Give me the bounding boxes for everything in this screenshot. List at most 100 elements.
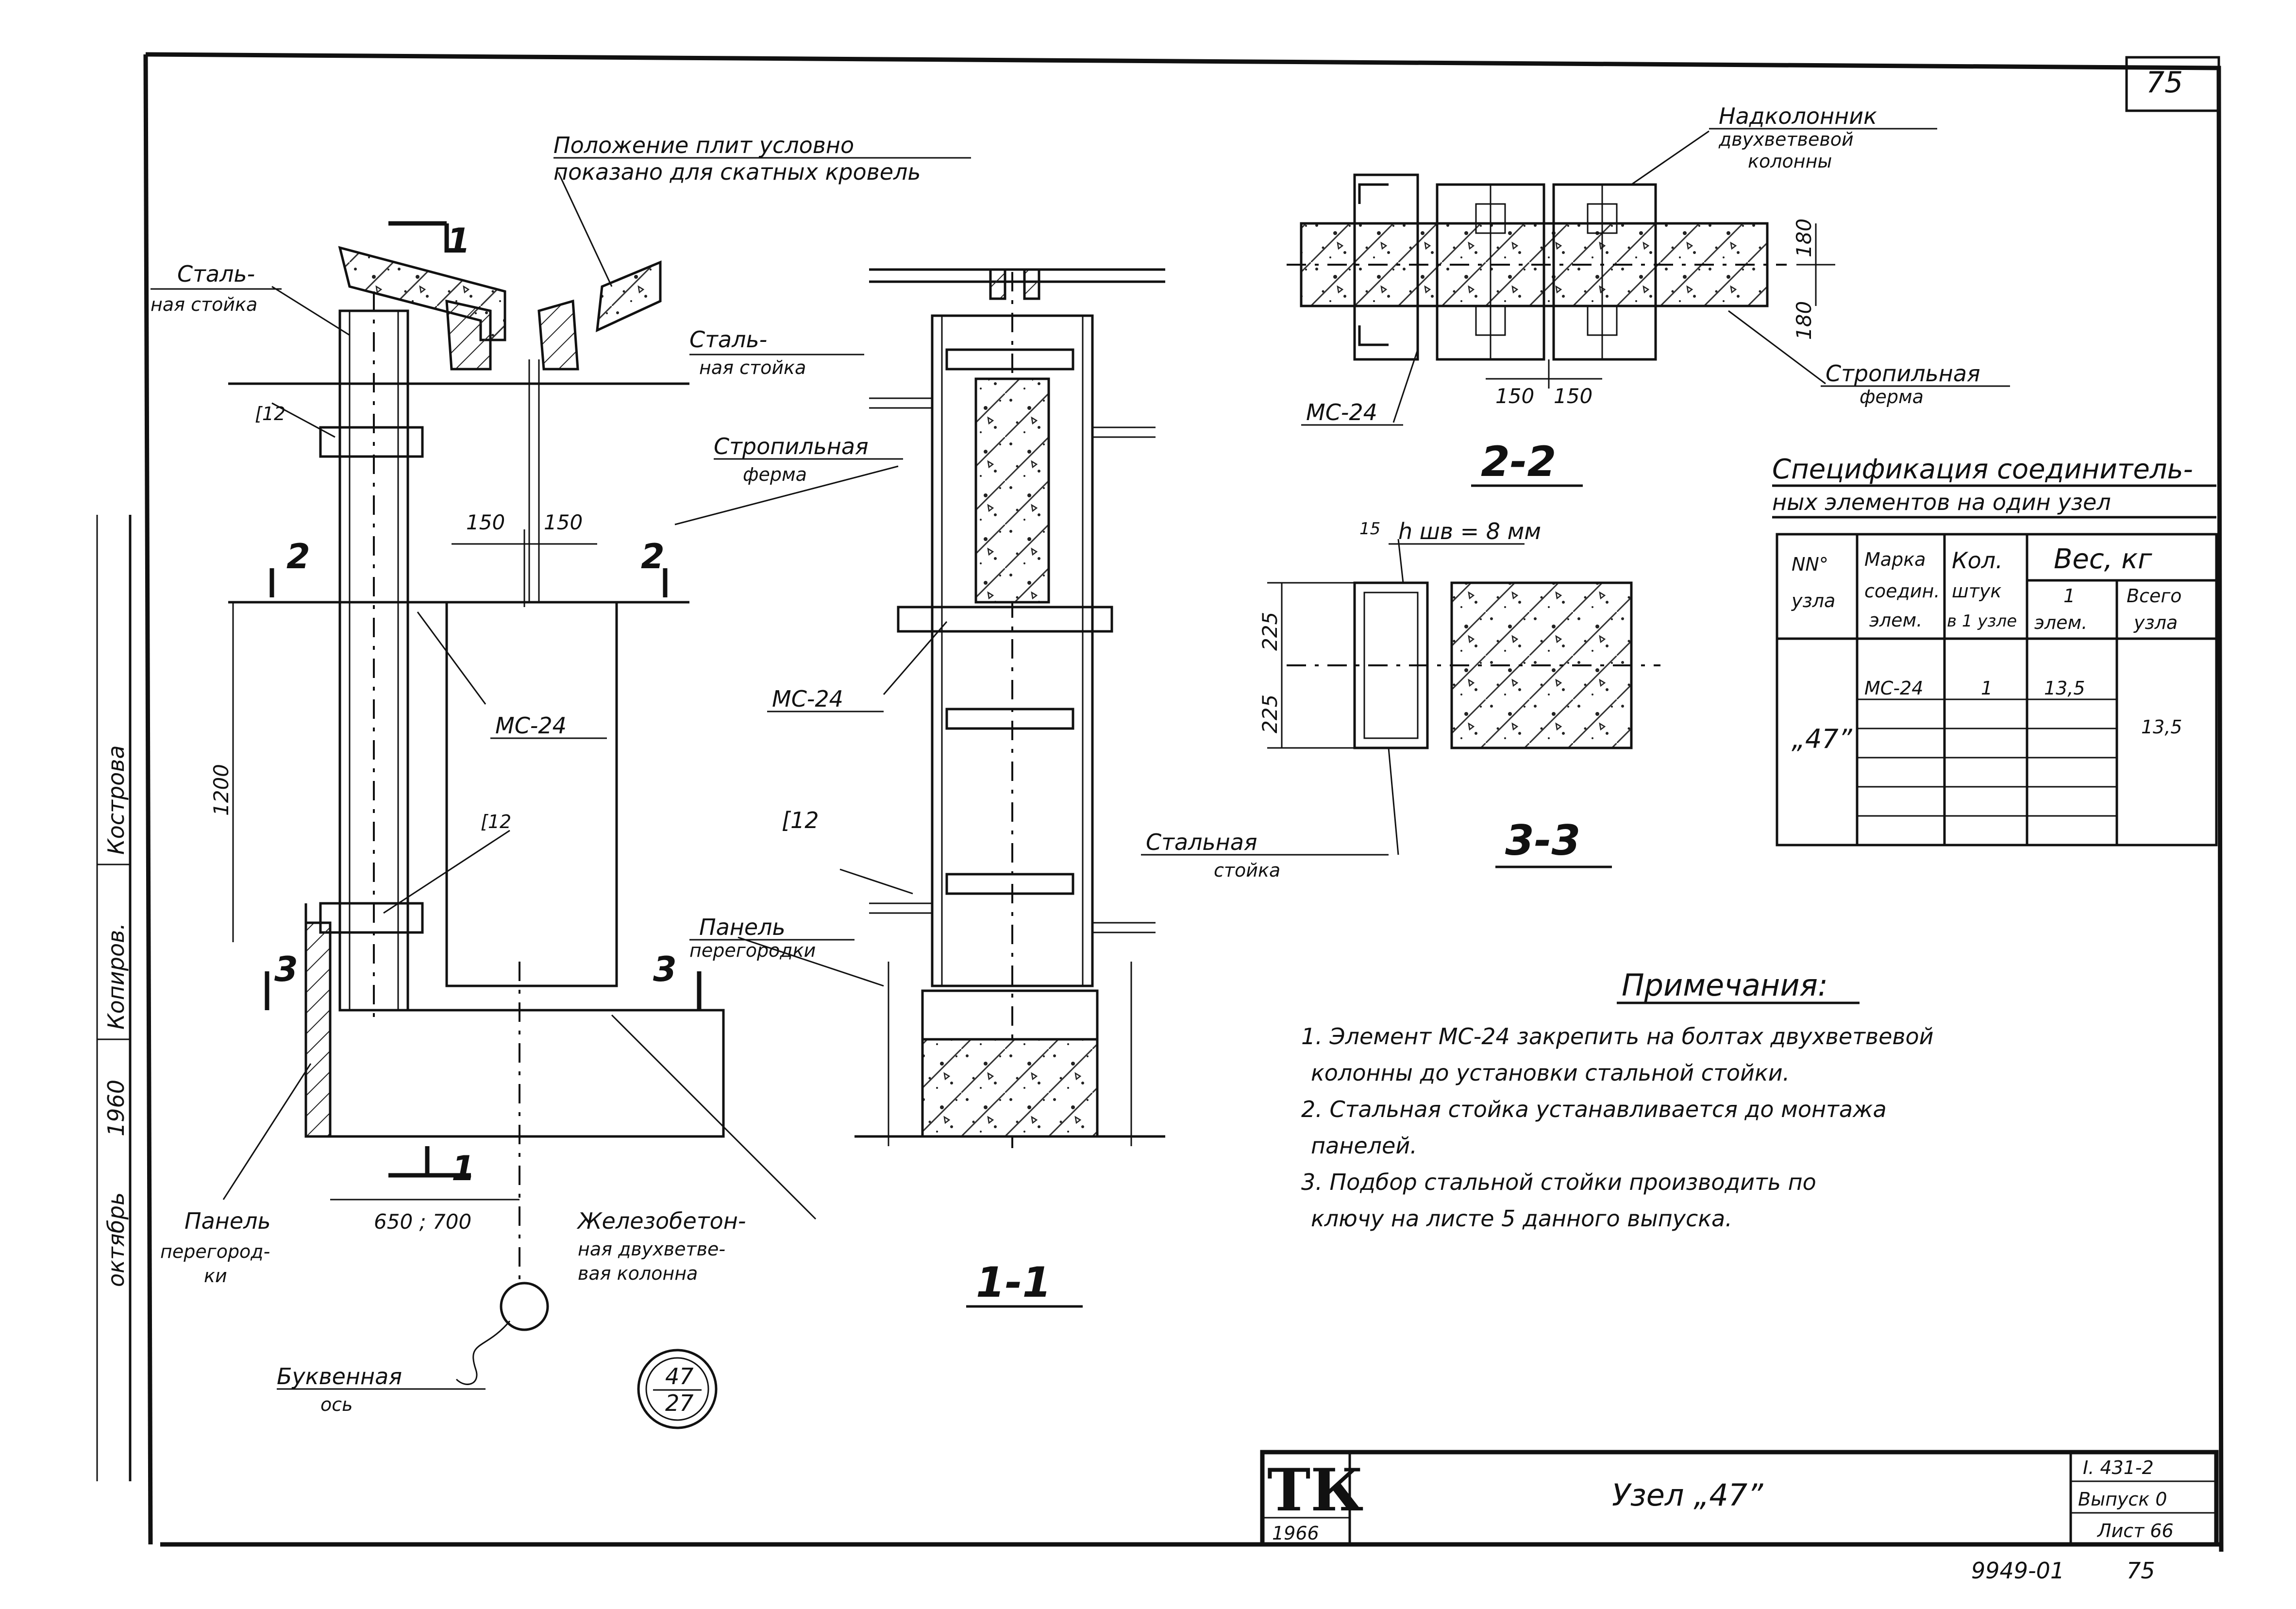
- logo-tk: ТК: [1267, 1456, 1363, 1524]
- sheet-number: 75: [2146, 66, 2183, 100]
- cell-weight-each: 13,5: [2044, 677, 2085, 699]
- plate-note-line1: Положение плит условно: [553, 132, 854, 158]
- cut-1-top: 1: [447, 221, 470, 261]
- rc-column-label-2: ная двухветве-: [578, 1238, 725, 1260]
- stamp-name: Кострова: [103, 745, 129, 855]
- dim-225-a: 225: [1258, 612, 1282, 651]
- dim-150-22-a: 150: [1495, 384, 1534, 408]
- mc24-label-22: МС-24: [1306, 399, 1377, 425]
- dim-650-700: 650 ; 700: [374, 1210, 471, 1234]
- hdr-total-1: Всего: [2127, 585, 2182, 607]
- plate-note-line2: показано для скатных кровель: [553, 159, 921, 185]
- hdr-node-2: узла: [1791, 590, 1835, 611]
- title-issue: Выпуск 0: [2078, 1489, 2167, 1510]
- notes: Примечания: 1. Элемент МС-24 закрепить н…: [1301, 967, 1934, 1232]
- spec-title-2: ных элементов на один узел: [1772, 489, 2111, 515]
- node-ref-bottom: 27: [665, 1390, 694, 1416]
- weld-note: h шв = 8 мм: [1398, 518, 1541, 544]
- c12-label-11: [12: [782, 807, 819, 833]
- hdr-qty-2: штук: [1952, 580, 2001, 602]
- partition-panel-left-2: перегород-: [160, 1241, 270, 1262]
- dim-1200: 1200: [209, 764, 233, 816]
- section-2-2-title: 2-2: [1481, 438, 1556, 486]
- partition-panel-label-11-2: перегородки: [689, 940, 816, 961]
- title-main: Узел „47”: [1612, 1477, 1763, 1513]
- hdr-weight: Вес, кг: [2054, 543, 2152, 575]
- note-line-4: панелей.: [1311, 1133, 1417, 1159]
- archive-no: 9949-01: [1971, 1558, 2064, 1584]
- column-cap-label-3: колонны: [1748, 151, 1832, 172]
- stamp-year: 1960: [103, 1080, 129, 1136]
- hdr-node-1: NN°: [1792, 554, 1828, 575]
- rafter-truss-label-2: ферма: [743, 464, 807, 485]
- spec-table: Спецификация соединитель- ных элементов …: [1772, 454, 2218, 847]
- dim-225-b: 225: [1258, 694, 1282, 733]
- stamp-copied: Копиров.: [103, 923, 129, 1030]
- partition-panel-left-3: ки: [204, 1265, 227, 1287]
- column-cap-label-1: Надколонник: [1719, 103, 1877, 129]
- steel-post-label-11-2: ная стойка: [699, 357, 806, 378]
- c12-label-top: [12: [255, 403, 285, 424]
- dim-150-b: 150: [544, 510, 583, 534]
- elevation-view: 1200 150 150 650 ; 700 2 2 3 3 1 1 47 27: [209, 172, 899, 1429]
- title-year: 1966: [1272, 1523, 1319, 1544]
- cell-qty: 1: [1981, 677, 1993, 699]
- title-series: I. 431-2: [2083, 1457, 2154, 1478]
- partition-panel-label-11-1: Панель: [699, 914, 786, 940]
- sheet-frame: 75: [143, 52, 2224, 1552]
- archive-sheet: 75: [2127, 1558, 2155, 1584]
- margin-stamp: Кострова Копиров. 1960 октябрь: [96, 515, 132, 1481]
- cut-3-left: 3: [274, 949, 298, 989]
- node-ref-top: 47: [665, 1363, 694, 1389]
- steel-post-label-33-2: стойка: [1214, 860, 1280, 881]
- steel-post-label-33-1: Стальная: [1146, 829, 1257, 855]
- note-line-3: 2. Стальная стойка устанавливается до мо…: [1301, 1096, 1887, 1122]
- title-block: ТК 1966 Узел „47” I. 431-2 Выпуск 0 Лист…: [1260, 1450, 2219, 1584]
- column-cap-label-2: двухветвевой: [1718, 129, 1854, 150]
- rafter-truss-label-1: Стропильная: [714, 433, 869, 459]
- hdr-total-2: узла: [2133, 612, 2178, 633]
- section-1-1-title: 1-1: [976, 1258, 1051, 1307]
- c12-label-mid: [12: [481, 811, 511, 832]
- hdr-qty-1: Кол.: [1952, 547, 2003, 574]
- cut-3-right: 3: [653, 949, 677, 989]
- cut-1-bottom: 1: [452, 1149, 475, 1188]
- steel-post-label-1: Сталь-: [177, 261, 255, 287]
- section-3-3: 225 225 15: [1258, 519, 1660, 855]
- steel-post-label-11-1: Сталь-: [689, 326, 767, 353]
- letter-axis-label-2: ось: [320, 1394, 353, 1415]
- cut-2-left: 2: [286, 537, 310, 576]
- hdr-mark-2: соедин.: [1864, 580, 1940, 602]
- hdr-qty-3: в 1 узле: [1947, 611, 2017, 631]
- spec-title-1: Спецификация соединитель-: [1772, 454, 2193, 485]
- cell-node: „47”: [1792, 724, 1853, 754]
- note-line-6: ключу на листе 5 данного выпуска.: [1311, 1205, 1732, 1232]
- cut-2-right: 2: [641, 537, 665, 576]
- dim-180-22-b: 180: [1792, 301, 1816, 340]
- title-sheet: Лист 66: [2096, 1520, 2174, 1541]
- rc-column-label-3: вая колонна: [578, 1263, 698, 1284]
- hdr-mark-3: элем.: [1869, 610, 1922, 631]
- cell-mark: МС-24: [1864, 677, 1923, 699]
- dim-180-22-a: 180: [1792, 219, 1816, 257]
- dim-150-22-b: 150: [1554, 384, 1592, 408]
- steel-post-label-2: ная стойка: [151, 294, 257, 315]
- partition-panel-left-1: Панель: [184, 1208, 271, 1234]
- note-line-2: колонны до установки стальной стойки.: [1311, 1060, 1790, 1086]
- section-3-3-title: 3-3: [1505, 816, 1580, 865]
- dim-150-a: 150: [466, 510, 505, 534]
- mc24-label-elev: МС-24: [495, 712, 567, 739]
- dim-15: 15: [1359, 519, 1380, 539]
- rafter-truss-label-22-1: Стропильная: [1826, 360, 1980, 387]
- hdr-per-elem-1: 1: [2063, 585, 2075, 607]
- section-2-2: 150 150 180 180: [1287, 130, 1835, 423]
- notes-title: Примечания:: [1622, 967, 1828, 1003]
- rafter-truss-label-22-2: ферма: [1860, 386, 1924, 407]
- mc24-label-11: МС-24: [772, 686, 843, 712]
- section-1-1: [737, 268, 1165, 1156]
- hdr-mark-1: Марка: [1864, 549, 1926, 570]
- stamp-month: октябрь: [103, 1192, 129, 1287]
- note-line-5: 3. Подбор стальной стойки производить по: [1301, 1169, 1816, 1195]
